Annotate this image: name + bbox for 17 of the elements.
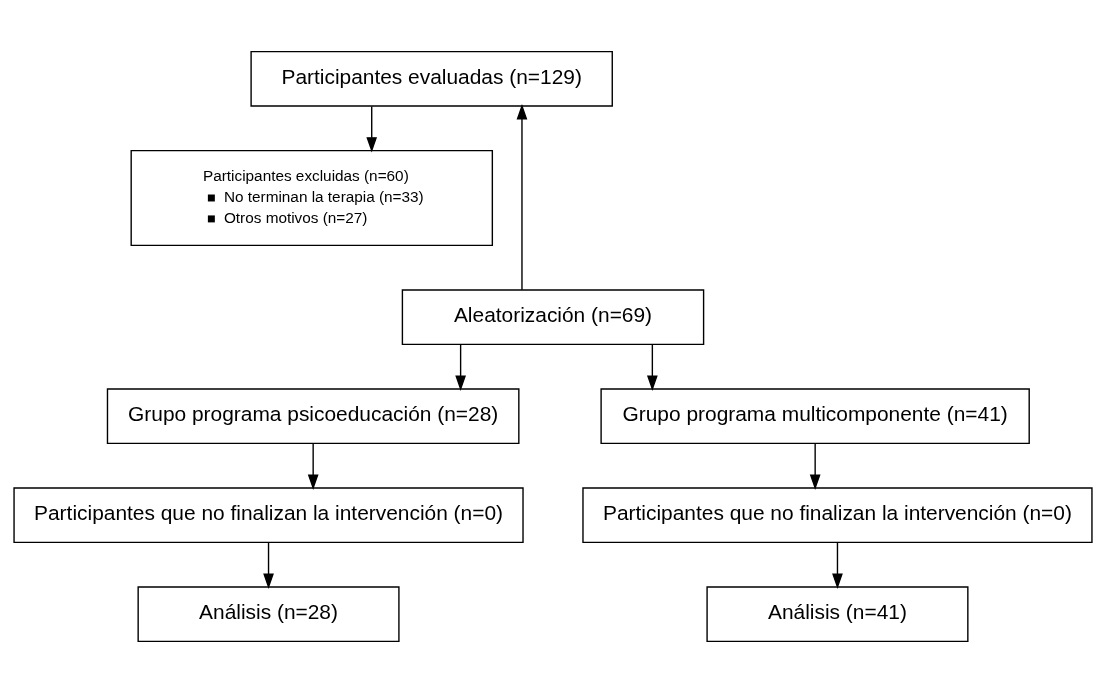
arrow (647, 344, 658, 391)
arrow (832, 542, 843, 589)
node-box: Participantes que no finalizan la intervención (n=0) (13, 487, 524, 544)
arrow (263, 542, 274, 589)
arrow (516, 104, 528, 291)
node-box: Análisis (n=41) (706, 586, 969, 643)
node-box: Grupo programa multicomponente (n=41) (600, 388, 1030, 445)
node-box: Participantes evaluadas (n=129) (250, 50, 613, 107)
node-box: Grupo programa psicoeducación (n=28) (106, 388, 520, 445)
node-box: Participantes que no finalizan la intervención (n=0) (582, 487, 1093, 544)
node-box: Participantes excluidas (n=60) No terminan la terapia (n=33) Otros motivos (n=27) (130, 149, 494, 247)
arrow (809, 443, 821, 490)
node-box: Aleatorización (n=69) (401, 289, 705, 346)
arrow (307, 443, 319, 490)
node-box: Análisis (n=28) (137, 586, 400, 643)
arrow (366, 105, 378, 153)
arrow (455, 344, 466, 391)
